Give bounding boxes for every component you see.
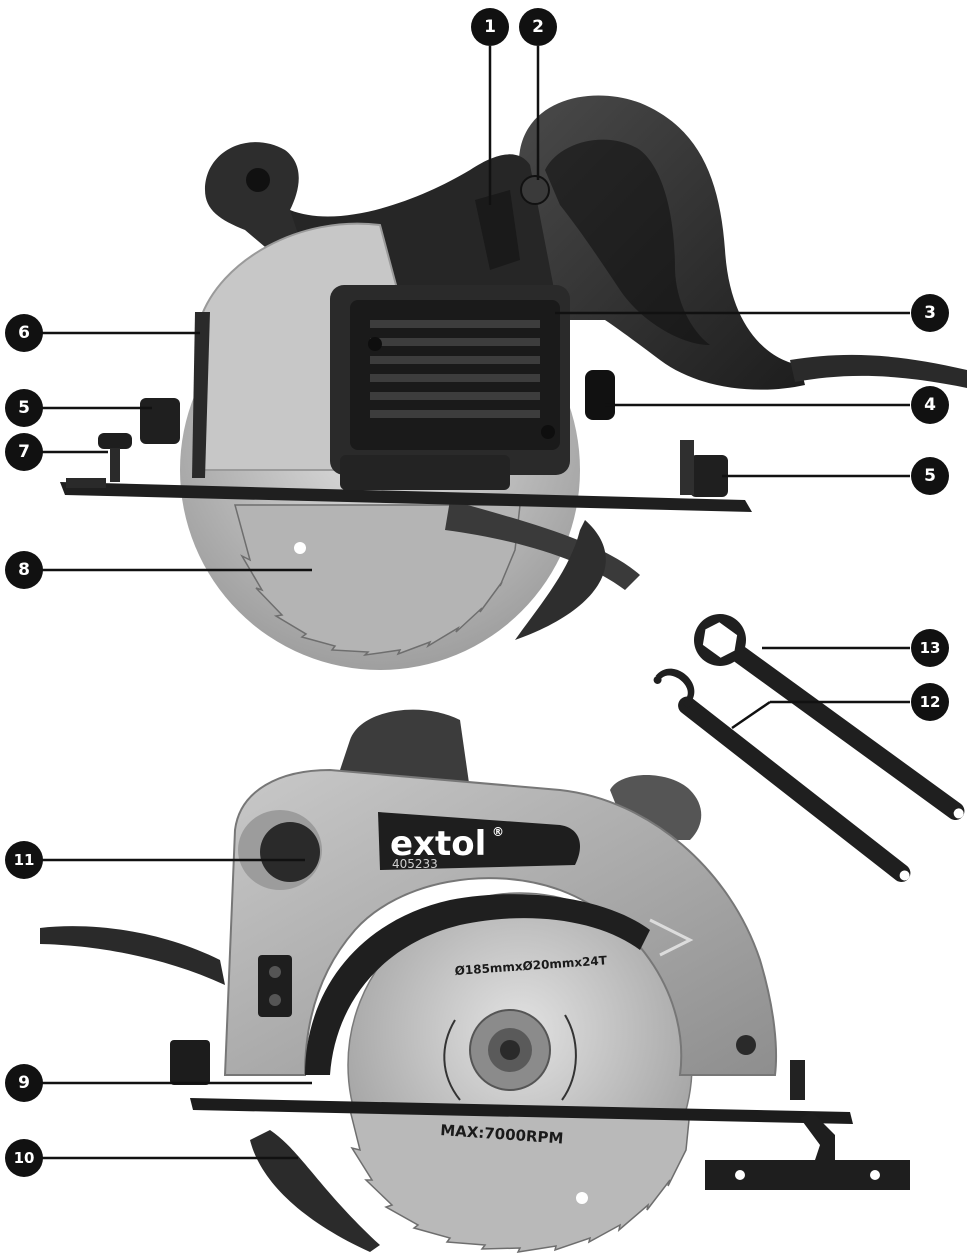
svg-text:5: 5 [924, 466, 936, 486]
svg-text:11: 11 [14, 851, 35, 869]
side-switch-panel [258, 955, 292, 1017]
parallel-guide [192, 312, 210, 478]
callout-5-right: 5 [911, 457, 949, 495]
lock-button [520, 175, 550, 205]
svg-text:4: 4 [924, 395, 936, 415]
callout-7: 7 [5, 433, 43, 471]
callout-11: 11 [5, 841, 43, 879]
wrench-12 [653, 668, 911, 883]
callout-3: 3 [911, 294, 949, 332]
leader-12b [731, 700, 771, 730]
svg-text:5: 5 [18, 398, 30, 418]
callout-12: 12 [911, 683, 949, 721]
callout-8: 8 [5, 551, 43, 589]
trigger [475, 190, 520, 270]
svg-text:10: 10 [14, 1149, 35, 1167]
upper-guard-housing [223, 768, 778, 1076]
svg-text:13: 13 [920, 639, 941, 657]
svg-text:1: 1 [484, 17, 496, 37]
brand-registered-mark: ® [492, 825, 504, 839]
lower-guard-lever [515, 520, 606, 640]
callout-6: 6 [5, 314, 43, 352]
parallel-guide-attachment [705, 1112, 910, 1190]
brand-logo-text: extol [390, 824, 486, 864]
bevel-knob-front [140, 398, 180, 444]
lower-guard-lever-bottom [250, 1130, 380, 1252]
svg-text:12: 12 [920, 693, 941, 711]
callout-4: 4 [911, 386, 949, 424]
base-plate-bottom [190, 1098, 853, 1124]
svg-text:6: 6 [18, 323, 30, 343]
guide-screw [98, 433, 132, 482]
callout-9: 9 [5, 1064, 43, 1102]
depth-lock-lever [585, 370, 615, 420]
callout-badges: 1 2 3 4 5 5 6 7 8 9 10 11 12 13 [5, 8, 949, 1177]
wrenches [653, 614, 965, 883]
saw-top-view [60, 95, 967, 670]
svg-text:8: 8 [18, 560, 30, 580]
saw-bottom-view: Ø185mmxØ20mmx24T MAX:7000RPM extol ® 405… [40, 709, 910, 1253]
svg-text:3: 3 [924, 303, 936, 323]
svg-text:2: 2 [532, 17, 544, 37]
dust-port [238, 810, 322, 890]
svg-text:9: 9 [18, 1073, 30, 1093]
model-number: 405233 [392, 857, 438, 871]
power-cord-top [790, 354, 967, 388]
saw-blade-bottom: Ø185mmxØ20mmx24T MAX:7000RPM [347, 892, 693, 1253]
callout-2: 2 [519, 8, 557, 46]
leader-lines [42, 46, 910, 1160]
callout-13: 13 [911, 629, 949, 667]
callout-10: 10 [5, 1139, 43, 1177]
callout-1: 1 [471, 8, 509, 46]
bevel-knob-rear [690, 455, 728, 497]
wrench-13 [694, 614, 965, 821]
power-cord-bottom [40, 926, 225, 985]
callout-5-left: 5 [5, 389, 43, 427]
base-plate-top [60, 482, 752, 512]
svg-text:7: 7 [18, 442, 30, 462]
motor-housing [330, 285, 570, 490]
brand-panel: extol ® 405233 [378, 812, 580, 871]
